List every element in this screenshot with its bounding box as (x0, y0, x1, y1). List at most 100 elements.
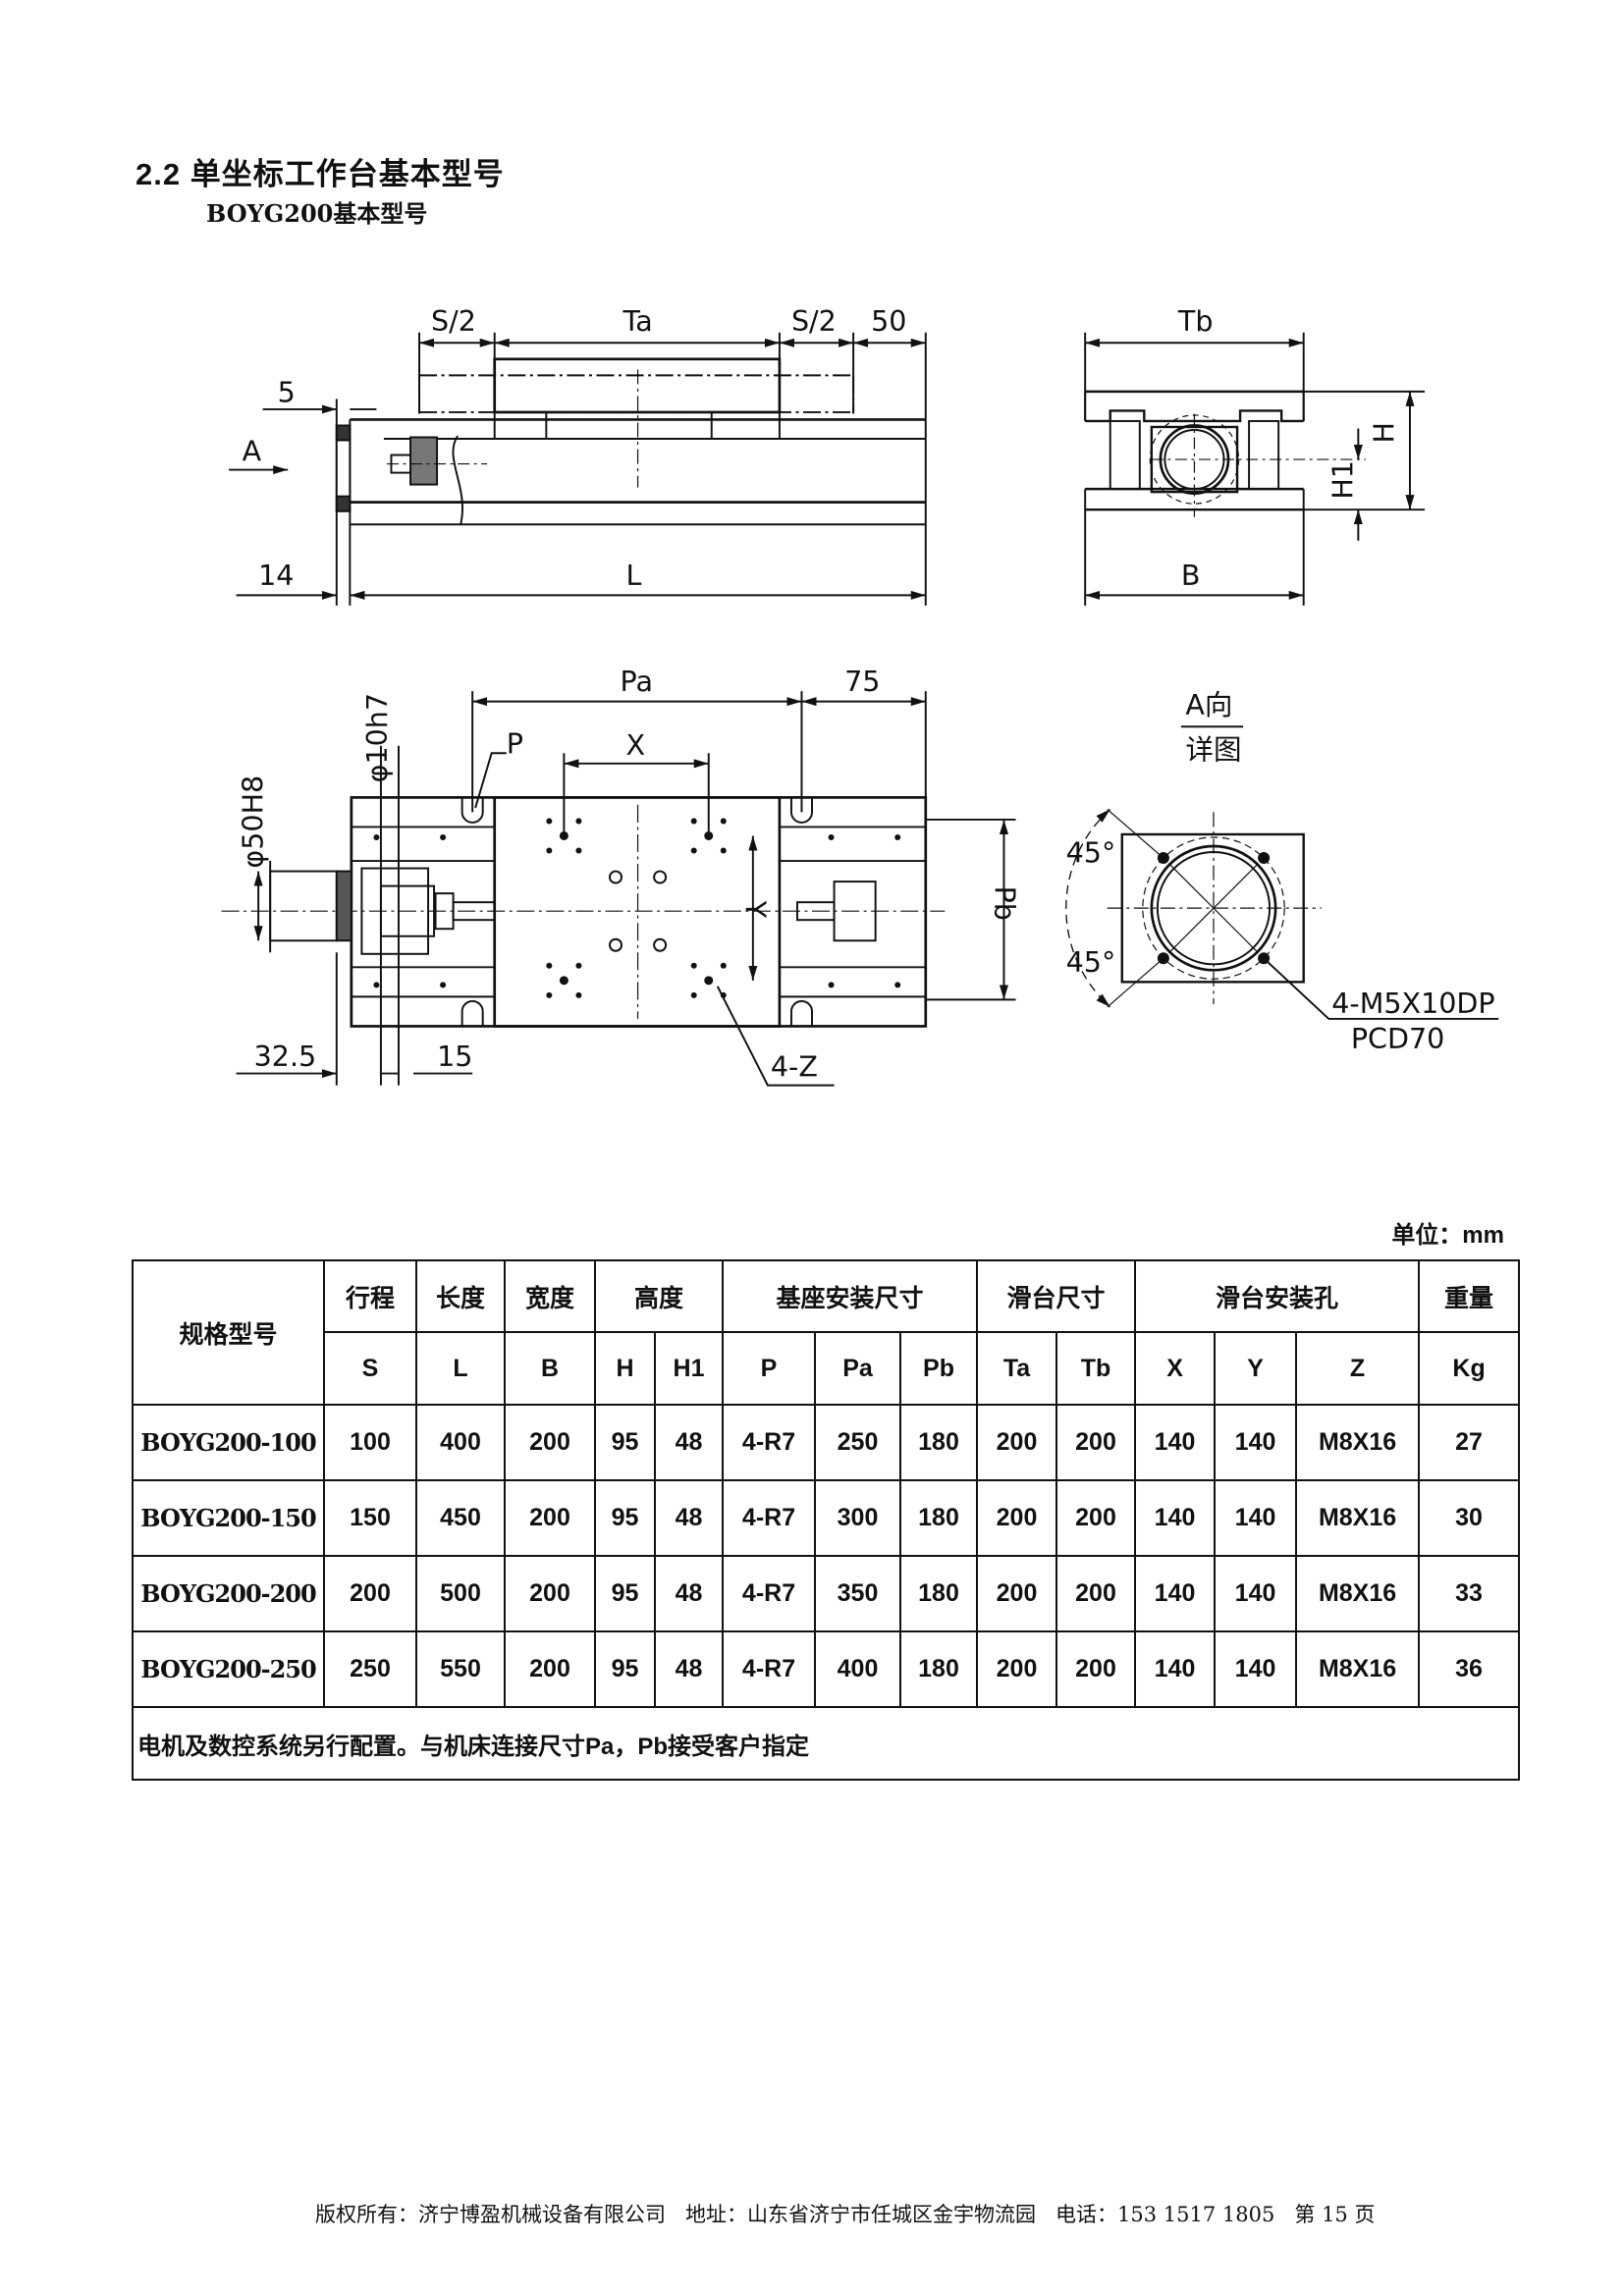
value-cell: 200 (504, 1630, 596, 1708)
header-group: 基座安装尺寸 (722, 1259, 979, 1333)
header-group: 高度 (593, 1259, 725, 1333)
value-cell: 4-R7 (722, 1404, 817, 1481)
dim-label-tb: Tb (1177, 304, 1214, 338)
value-cell: 95 (594, 1479, 656, 1557)
dim-label-h1: H1 (1326, 460, 1359, 500)
value-cell: 140 (1214, 1555, 1298, 1632)
value-cell: 180 (899, 1555, 979, 1632)
dim-label-l: L (626, 559, 642, 592)
dim-label-14: 14 (258, 559, 294, 592)
header-group: 行程 (323, 1259, 417, 1333)
header-group: 重量 (1418, 1259, 1521, 1333)
dim-label-4z: 4-Z (771, 1050, 818, 1084)
dim-label-5: 5 (278, 375, 296, 408)
value-cell: 200 (504, 1479, 596, 1557)
value-cell: 140 (1134, 1555, 1217, 1632)
table-header-groups: 规格型号 行程 长度 宽度 高度 基座安装尺寸 滑台尺寸 滑台安装孔 重量 (132, 1259, 1521, 1406)
model-cell: BOYG200-200 (132, 1555, 325, 1632)
value-cell: 400 (415, 1404, 506, 1481)
value-cell: 300 (814, 1479, 902, 1557)
header-column: H1 (653, 1331, 725, 1406)
value-cell: 140 (1214, 1404, 1298, 1481)
dim-label-b: B (1181, 559, 1201, 592)
section-title: 2.2 单坐标工作台基本型号 (135, 157, 505, 191)
value-cell: 140 (1214, 1630, 1298, 1708)
value-cell: 200 (976, 1555, 1058, 1632)
dim-label-15: 15 (437, 1040, 472, 1073)
value-cell: M8X16 (1295, 1479, 1421, 1557)
value-cell: 30 (1418, 1479, 1521, 1557)
value-cell: 95 (594, 1630, 656, 1708)
header-model: 规格型号 (132, 1259, 325, 1406)
value-cell: 200 (976, 1630, 1058, 1708)
thread-label: 4-M5X10DP (1331, 987, 1494, 1020)
header-column: Y (1214, 1331, 1298, 1406)
value-cell: 48 (653, 1555, 725, 1632)
value-cell: 150 (323, 1479, 417, 1557)
header-column: Ta (976, 1331, 1058, 1406)
dim-label-p: P (507, 726, 523, 760)
dim-label-75: 75 (844, 665, 880, 698)
value-cell: 200 (976, 1479, 1058, 1557)
front-view (229, 332, 927, 606)
header-column: L (415, 1331, 506, 1406)
angle-label-bottom: 45° (1066, 945, 1116, 979)
value-cell: 400 (814, 1630, 902, 1708)
side-view (1084, 332, 1426, 606)
value-cell: M8X16 (1295, 1555, 1421, 1632)
value-cell: 350 (814, 1555, 902, 1632)
detail-label-detail: 详图 (1185, 732, 1241, 766)
dim-label-bore: φ50H8 (237, 775, 270, 869)
value-cell: 36 (1418, 1630, 1521, 1708)
model-cell: BOYG200-250 (132, 1630, 325, 1708)
pcd-label: PCD70 (1351, 1022, 1444, 1055)
detail-view-a (1065, 725, 1499, 1020)
header-group: 滑台安装孔 (1134, 1259, 1421, 1333)
value-cell: 140 (1134, 1404, 1217, 1481)
value-cell: 180 (899, 1479, 979, 1557)
drawing-labels: S/2 Ta S/2 50 5 A 14 L Tb H H1 B Pa 75 P… (237, 304, 1495, 1083)
value-cell: 4-R7 (722, 1630, 817, 1708)
header-column: Tb (1056, 1331, 1137, 1406)
header-column: B (504, 1331, 596, 1406)
value-cell: 200 (1056, 1479, 1137, 1557)
header-column: Z (1295, 1331, 1421, 1406)
header-group: 滑台尺寸 (976, 1259, 1137, 1333)
header-column: Pa (814, 1331, 902, 1406)
model-cell: BOYG200-100 (132, 1404, 325, 1481)
dim-label-y: Y (738, 900, 772, 919)
header-column: Pb (899, 1331, 979, 1406)
page-footer: 版权所有：济宁博盈机械设备有限公司 地址：山东省济宁市任城区金宇物流园 电话：1… (315, 2203, 1376, 2226)
value-cell: 200 (976, 1404, 1058, 1481)
header-group: 宽度 (504, 1259, 596, 1333)
view-arrow-label-a: A (243, 435, 262, 468)
value-cell: 48 (653, 1630, 725, 1708)
value-cell: 450 (415, 1479, 506, 1557)
dim-label-50: 50 (871, 304, 906, 338)
dim-label-s2-left: S/2 (431, 304, 476, 338)
dim-label-shaft: φ10h7 (360, 693, 394, 782)
dim-label-h: H (1367, 422, 1400, 443)
value-cell: 180 (899, 1404, 979, 1481)
value-cell: 95 (594, 1404, 656, 1481)
dim-label-pa: Pa (621, 665, 653, 698)
value-cell: 250 (323, 1630, 417, 1708)
value-cell: 48 (653, 1404, 725, 1481)
plan-view (221, 691, 1016, 1087)
header-group: 长度 (415, 1259, 506, 1333)
value-cell: M8X16 (1295, 1630, 1421, 1708)
value-cell: 200 (323, 1555, 417, 1632)
value-cell: 33 (1418, 1555, 1521, 1632)
value-cell: 200 (504, 1404, 596, 1481)
value-cell: 140 (1134, 1479, 1217, 1557)
value-cell: M8X16 (1295, 1404, 1421, 1481)
section-subtitle: BOYG200基本型号 (206, 199, 428, 228)
unit-label: 单位：mm (1391, 1222, 1504, 1249)
